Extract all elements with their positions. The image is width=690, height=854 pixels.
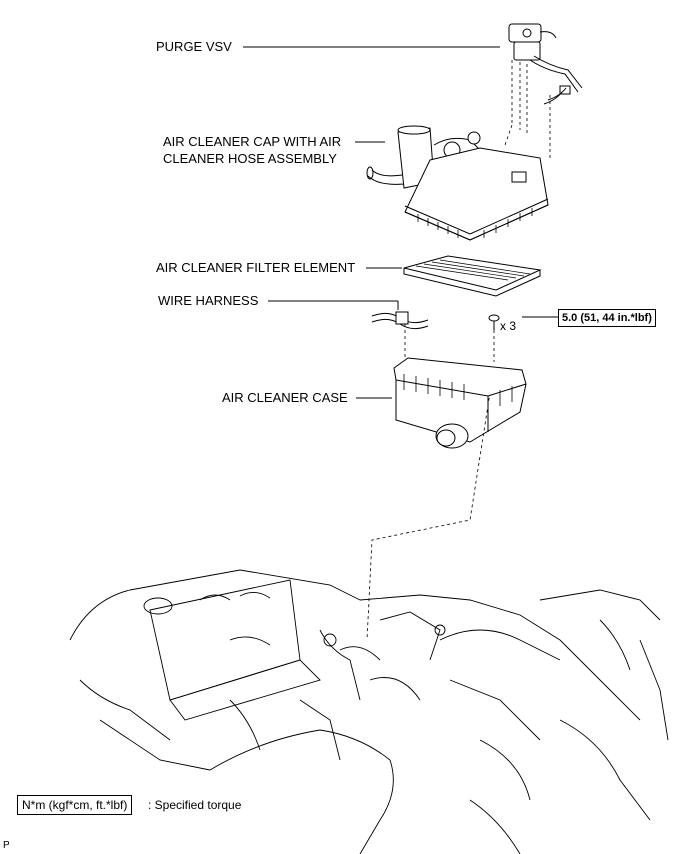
- air-cleaner-cap-label-line2: CLEANER HOSE ASSEMBLY: [163, 151, 337, 166]
- filter-element-part: [403, 255, 542, 297]
- filter-element-label: AIR CLEANER FILTER ELEMENT: [156, 260, 356, 275]
- torque-spec-box: 5.0 (51, 44 in.*lbf): [558, 309, 656, 327]
- corner-code: P: [3, 840, 10, 851]
- leader-lines: [243, 46, 558, 399]
- bolt-quantity: x 3: [500, 319, 517, 333]
- purge-vsv-part: [508, 23, 583, 105]
- wire-harness-label: WIRE HARNESS: [158, 293, 259, 308]
- alignment-dashes: [366, 60, 551, 641]
- legend-description: : Specified torque: [148, 798, 242, 812]
- wire-harness-part: [371, 311, 429, 330]
- bolt-part: [488, 314, 500, 330]
- legend-unit-box: N*m (kgf*cm, ft.*lbf): [17, 795, 133, 815]
- air-cleaner-cap-label-line1: AIR CLEANER CAP WITH AIR: [163, 134, 342, 149]
- engine-compartment: [69, 569, 669, 854]
- air-cleaner-case-label: AIR CLEANER CASE: [222, 390, 348, 405]
- air-cleaner-cap-part: [366, 125, 549, 241]
- purge-vsv-label: PURGE VSV: [156, 39, 232, 54]
- air-cleaner-case-part: [393, 357, 527, 449]
